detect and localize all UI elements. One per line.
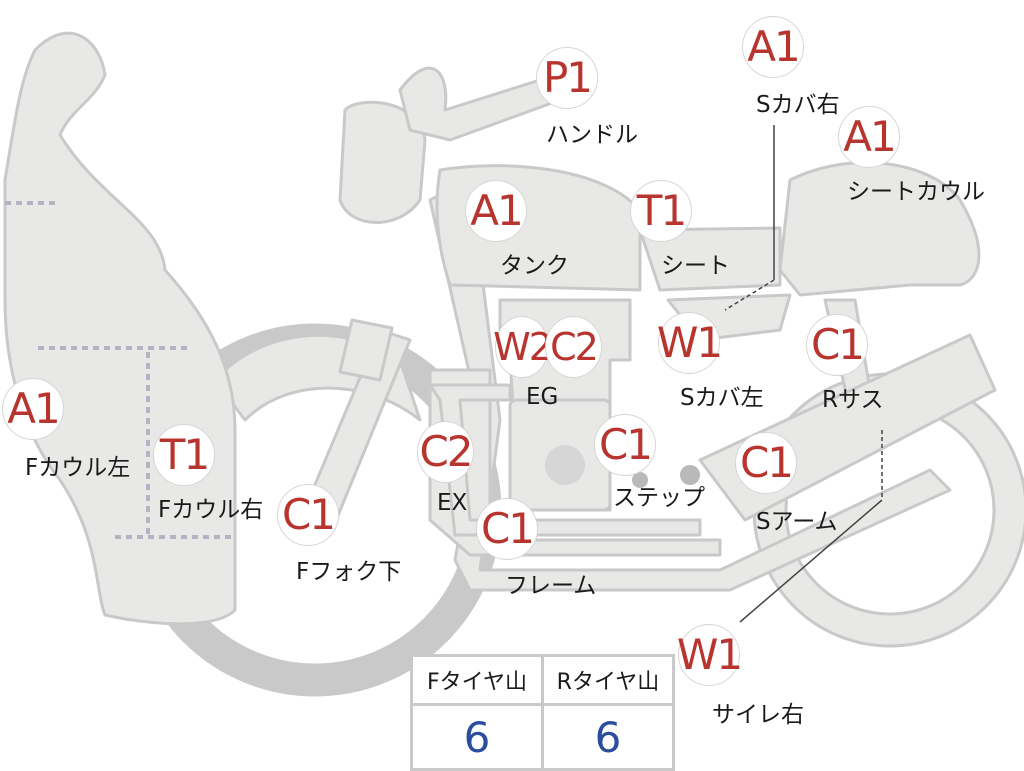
seat xyxy=(638,226,782,292)
callout-label-seat: シート xyxy=(661,253,730,279)
front-tire-header: Fタイヤ山 xyxy=(410,654,544,706)
callout-label-side-cover-right: Sカバ右 xyxy=(756,92,840,118)
callout-code-side-cover-right: A1 xyxy=(742,16,804,78)
callout-code-tank: A1 xyxy=(465,180,527,242)
callout-label-seat-cowl: シートカウル xyxy=(847,179,985,205)
callout-code-side-cover-left: W1 xyxy=(657,312,723,374)
callout-label-silencer-right: サイレ右 xyxy=(712,702,804,728)
callout-code-seat: T1 xyxy=(630,180,692,242)
callout-code-frame: C1 xyxy=(476,498,538,560)
callout-code-step: C1 xyxy=(594,414,656,476)
callout-label-swingarm: Sアーム xyxy=(756,509,838,535)
callout-label-front-cowl-left: Fカウル左 xyxy=(25,455,131,481)
callout-label-engine: EG xyxy=(526,384,559,410)
tire-tread-table: Fタイヤ山 Rタイヤ山 6 6 xyxy=(410,654,675,771)
callout-code-handle: P1 xyxy=(536,47,598,109)
callout-label-front-cowl-right: Fカウル右 xyxy=(158,497,264,523)
headlight xyxy=(338,100,427,224)
front-tire-value: 6 xyxy=(410,703,544,771)
callout-label-step: ステップ xyxy=(613,485,705,511)
callout-code-front-cowl-left: A1 xyxy=(2,378,64,440)
tail-cowl xyxy=(778,161,981,297)
callout-label-rear-suspension: Rサス xyxy=(822,387,884,413)
callout-code-engine-c2: C2 xyxy=(545,316,602,378)
callout-label-frame: フレーム xyxy=(505,573,597,599)
callout-label-handle: ハンドル xyxy=(546,122,638,148)
callout-code-swingarm: C1 xyxy=(735,432,797,494)
callout-label-tank: タンク xyxy=(500,253,569,279)
callout-code-engine-w2: W2 xyxy=(493,316,553,378)
callout-code-seat-cowl: A1 xyxy=(838,106,900,168)
callout-label-exhaust: EX xyxy=(437,490,468,516)
rear-tire-header: Rタイヤ山 xyxy=(541,654,675,706)
callout-code-front-fork-lower: C1 xyxy=(277,484,339,546)
callout-code-rear-suspension: C1 xyxy=(806,314,868,376)
callout-label-front-fork-lower: Fフォク下 xyxy=(296,559,402,585)
callout-code-exhaust: C2 xyxy=(417,421,474,483)
callout-code-front-cowl-right: T1 xyxy=(153,424,215,486)
callout-code-silencer-right: W1 xyxy=(677,624,743,686)
rear-tire-value: 6 xyxy=(541,703,675,771)
callout-label-side-cover-left: Sカバ左 xyxy=(680,385,764,411)
